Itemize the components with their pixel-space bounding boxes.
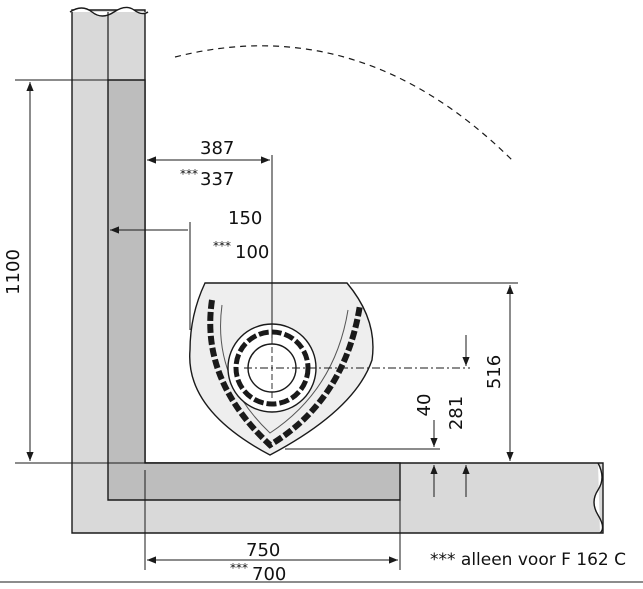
door-swing-arc — [174, 45, 513, 161]
footnote: *** alleen voor F 162 C — [430, 550, 626, 570]
wall-structure — [69, 6, 604, 534]
wall-break-right — [593, 462, 604, 534]
stove-outline — [189, 282, 470, 456]
back-wall — [71, 9, 604, 534]
dimension-labels: 1100 387 *** 337 150 *** 100 516 281 40 … — [3, 138, 626, 585]
label-700-star: *** — [230, 561, 248, 575]
stove-vent-outer — [207, 299, 363, 449]
label-40: 40 — [414, 394, 435, 417]
label-100-star: *** — [213, 239, 231, 253]
label-281: 281 — [446, 396, 467, 430]
label-100: 100 — [235, 242, 269, 263]
label-700: 700 — [252, 564, 286, 584]
label-1100: 1100 — [3, 249, 24, 295]
insulation-plate — [107, 79, 401, 501]
label-337-star: *** — [180, 167, 198, 181]
label-750: 750 — [246, 540, 280, 561]
dimension-lines — [15, 79, 518, 570]
label-337: 337 — [200, 169, 234, 190]
label-150: 150 — [228, 208, 262, 229]
label-516: 516 — [484, 355, 505, 389]
stove-vent-inner — [220, 304, 349, 434]
wall-break-top — [69, 6, 149, 17]
label-387: 387 — [200, 138, 234, 159]
